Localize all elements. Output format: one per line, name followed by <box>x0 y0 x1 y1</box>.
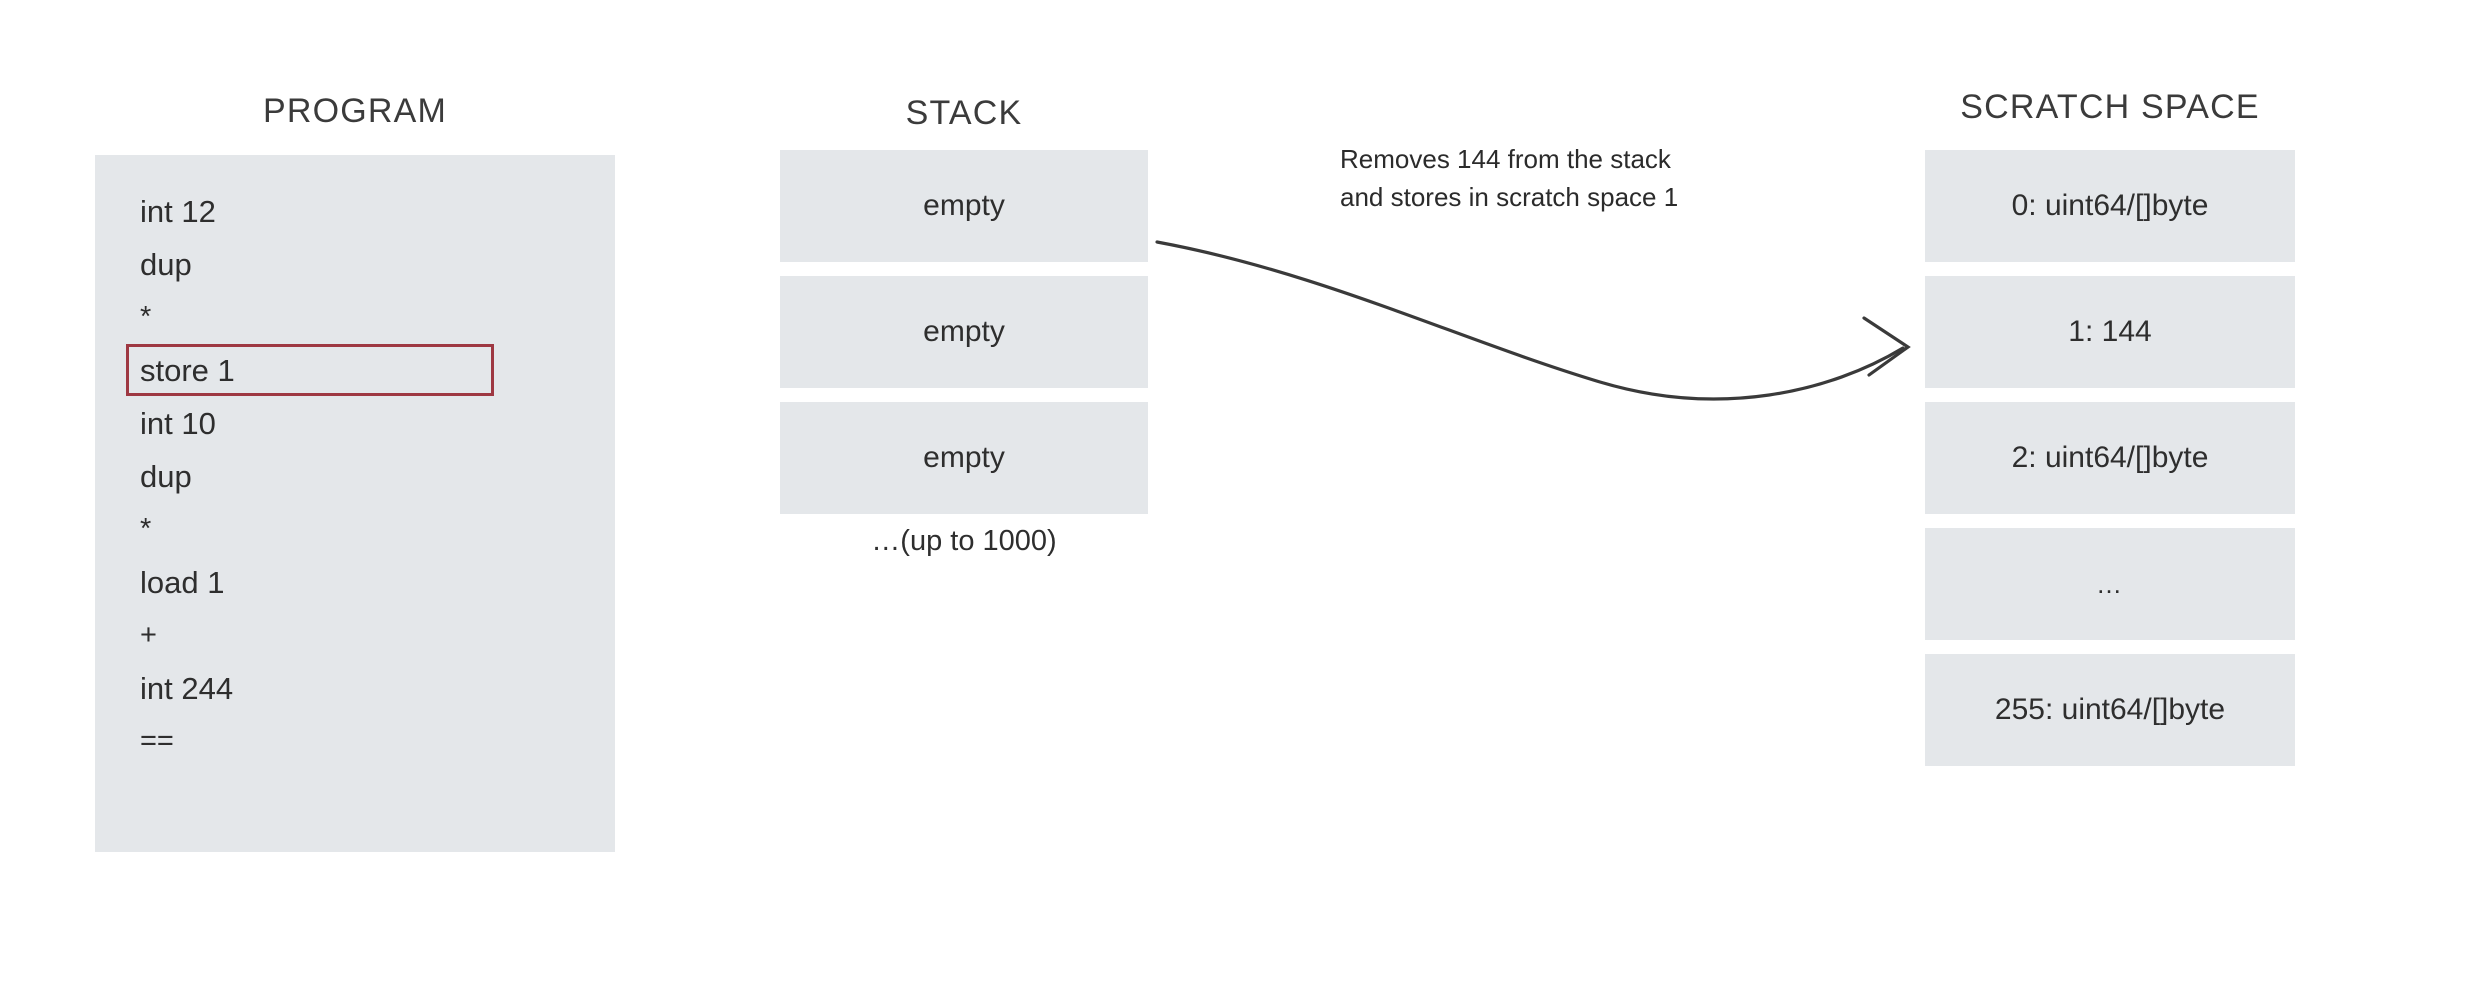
transfer-arrow-curve <box>1155 240 1905 401</box>
program-instruction-7: load 1 <box>140 565 225 600</box>
program-column-title: PROGRAM <box>262 92 448 130</box>
scratch-slot: 2: uint64/[]byte <box>1925 402 2295 514</box>
stack-overflow-note: …(up to 1000) <box>871 525 1057 557</box>
program-instruction-9: int 244 <box>140 671 234 706</box>
program-instruction-4: int 10 <box>140 406 216 441</box>
program-instruction-1: dup <box>140 247 192 282</box>
scratch-space-column-title: SCRATCH SPACE <box>1960 88 2260 126</box>
stack-column-title: STACK <box>905 94 1023 132</box>
scratch-slot: 1: 144 <box>1925 276 2295 388</box>
program-instruction-3: store 1 <box>140 353 235 388</box>
program-instruction-6: * <box>140 513 152 545</box>
current-instruction-highlight <box>126 344 494 396</box>
annotation-line-2: and stores in scratch space 1 <box>1340 182 1679 212</box>
program-instruction-5: dup <box>140 459 192 494</box>
program-instruction-2: * <box>140 301 152 333</box>
annotation-text: Removes 144 from the stack and stores in… <box>1340 140 1780 216</box>
program-instruction-10: == <box>140 725 174 757</box>
program-instruction-8: + <box>140 619 157 651</box>
program-instruction-list: int 12 dup * store 1 int 10 dup * load 1… <box>140 185 570 768</box>
stack-slot: empty <box>780 276 1148 388</box>
program-instruction-0: int 12 <box>140 194 216 229</box>
scratch-slot: 255: uint64/[]byte <box>1925 654 2295 766</box>
annotation-line-1: Removes 144 from the stack <box>1340 144 1671 174</box>
scratch-slot-ellipsis: … <box>1925 528 2295 640</box>
stack-slot: empty <box>780 402 1148 514</box>
stack-slot: empty <box>780 150 1148 262</box>
transfer-arrow-head <box>1862 316 1911 377</box>
scratch-slot: 0: uint64/[]byte <box>1925 150 2295 262</box>
program-panel <box>95 155 615 852</box>
